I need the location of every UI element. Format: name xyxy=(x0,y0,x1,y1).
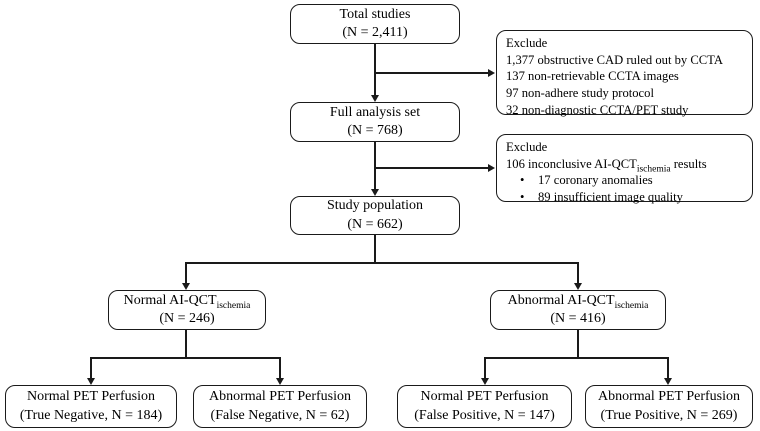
connector-split-bottom-left xyxy=(90,357,281,359)
normal-aiqct-title-pre: Normal AI-QCT xyxy=(123,292,217,308)
exclude-ccta-item: 32 non-diagnostic CCTA/PET study xyxy=(506,102,689,117)
exclude-aiqct-title: Exclude xyxy=(506,140,548,154)
box-exclude-aiqct: Exclude 106 inconclusive AI-QCTischemia … xyxy=(496,134,753,204)
connector-study-stem xyxy=(374,235,376,263)
arrow-down-icon xyxy=(182,283,190,290)
arrow-down-icon xyxy=(574,283,582,290)
connector-fp-drop xyxy=(484,357,486,378)
normal-aiqct-count: (N = 246) xyxy=(159,311,215,326)
true-negative-count: (True Negative, N = 184) xyxy=(19,407,163,423)
connector-split-bottom-right xyxy=(484,357,669,359)
arrow-down-icon xyxy=(371,95,379,102)
arrow-down-icon xyxy=(664,378,672,385)
box-true-positive: Abnormal PET Perfusion (True Positive, N… xyxy=(585,385,753,428)
exclude-aiqct-line-post: results xyxy=(670,156,707,171)
true-positive-count: (True Positive, N = 269) xyxy=(600,407,738,423)
box-false-negative: Abnormal PET Perfusion (False Negative, … xyxy=(193,385,367,428)
exclude-aiqct-bullet-text: 17 coronary anomalies xyxy=(538,173,653,188)
false-positive-count: (False Positive, N = 147) xyxy=(414,407,555,423)
arrow-down-icon xyxy=(481,378,489,385)
total-studies-title: Total studies xyxy=(339,6,411,22)
exclude-aiqct-bullet-row: • 17 coronary anomalies xyxy=(506,172,743,189)
arrow-right-icon xyxy=(488,164,495,172)
exclude-ccta-item: 1,377 obstructive CAD ruled out by CCTA xyxy=(506,52,723,67)
false-negative-title: Abnormal PET Perfusion xyxy=(208,389,352,405)
exclude-ccta-item: 97 non-adhere study protocol xyxy=(506,86,654,101)
box-exclude-ccta: Exclude 1,377 obstructive CAD ruled out … xyxy=(496,30,753,117)
bullet-icon: • xyxy=(520,173,525,188)
connector-fn-drop xyxy=(279,357,281,378)
arrow-right-icon xyxy=(488,69,495,77)
abnormal-aiqct-title-sub: ischemia xyxy=(614,300,649,311)
connector-abnormal-stem xyxy=(577,330,579,358)
box-false-positive: Normal PET Perfusion (False Positive, N … xyxy=(397,385,572,428)
box-normal-aiqct: Normal AI-QCTischemia (N = 246) xyxy=(108,290,266,330)
connector-split-right-drop xyxy=(577,262,579,283)
exclude-aiqct-line-pre: 106 inconclusive AI-QCT xyxy=(506,156,637,171)
connector-normal-stem xyxy=(185,330,187,358)
abnormal-aiqct-title-pre: Abnormal AI-QCT xyxy=(507,292,615,308)
exclude-aiqct-bullet-row: • 89 insufficient image quality xyxy=(506,189,743,206)
box-true-negative: Normal PET Perfusion (True Negative, N =… xyxy=(5,385,177,428)
connector-branch-exclude-aiqct xyxy=(375,167,488,169)
normal-aiqct-title-sub: ischemia xyxy=(216,300,251,311)
study-population-count: (N = 662) xyxy=(347,216,403,232)
total-studies-count: (N = 2,411) xyxy=(342,25,408,40)
connector-split-left-drop xyxy=(185,262,187,283)
abnormal-aiqct-count: (N = 416) xyxy=(550,311,606,326)
box-total-studies: Total studies (N = 2,411) xyxy=(290,4,460,44)
full-analysis-title: Full analysis set xyxy=(329,104,421,120)
arrow-down-icon xyxy=(276,378,284,385)
box-full-analysis-set: Full analysis set (N = 768) xyxy=(290,102,460,142)
true-positive-title: Abnormal PET Perfusion xyxy=(597,389,741,405)
exclude-ccta-title: Exclude xyxy=(506,36,548,50)
false-positive-title: Normal PET Perfusion xyxy=(420,389,549,405)
exclude-aiqct-line-sub: ischemia xyxy=(636,164,671,175)
exclude-aiqct-bullet-text: 89 insufficient image quality xyxy=(538,190,683,205)
exclude-ccta-item: 137 non-retrievable CCTA images xyxy=(506,69,679,84)
connector-tn-drop xyxy=(90,357,92,378)
connector-tp-drop xyxy=(667,357,669,378)
abnormal-aiqct-title: Abnormal AI-QCTischemia xyxy=(507,292,649,311)
full-analysis-count: (N = 768) xyxy=(347,123,403,138)
normal-aiqct-title: Normal AI-QCTischemia xyxy=(123,292,251,311)
bullet-icon: • xyxy=(520,190,525,205)
connector-branch-exclude-ccta xyxy=(375,72,488,74)
exclude-aiqct-line: 106 inconclusive AI-QCTischemia results xyxy=(506,156,743,175)
connector-full-to-study xyxy=(374,142,376,190)
box-study-population: Study population (N = 662) xyxy=(290,196,460,235)
study-population-title: Study population xyxy=(326,198,424,214)
arrow-down-icon xyxy=(371,189,379,196)
false-negative-count: (False Negative, N = 62) xyxy=(210,407,350,423)
box-abnormal-aiqct: Abnormal AI-QCTischemia (N = 416) xyxy=(490,290,666,330)
arrow-down-icon xyxy=(87,378,95,385)
connector-total-to-full xyxy=(374,44,376,96)
connector-split-top xyxy=(185,262,579,264)
true-negative-title: Normal PET Perfusion xyxy=(26,389,156,405)
